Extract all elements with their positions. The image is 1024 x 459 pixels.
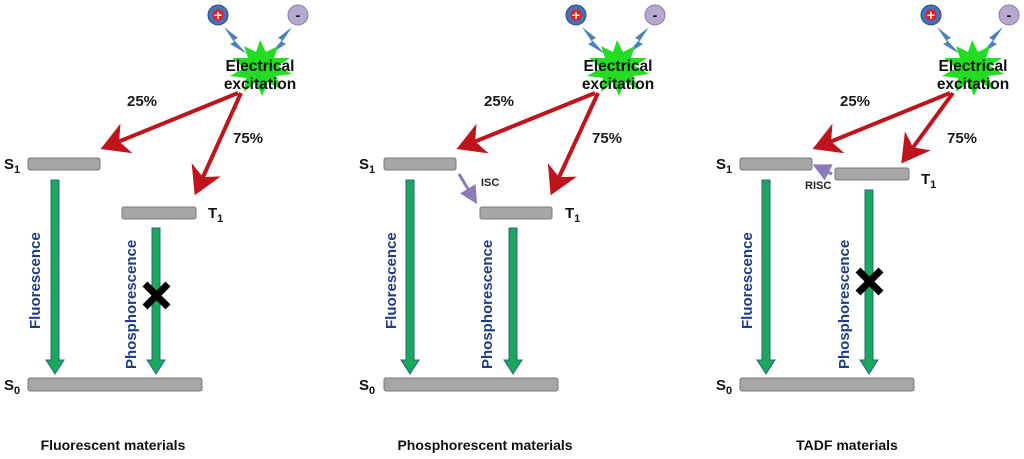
t1-level [834, 167, 910, 181]
phosphorescence-label: Phosphorescence [123, 240, 140, 369]
s0-level [27, 377, 203, 392]
t1-level [479, 206, 553, 220]
triplet-percentage: 75% [233, 130, 263, 147]
s0-label: S0 [4, 377, 20, 397]
phosphorescence-arrow [146, 227, 166, 375]
t1-label: T1 [208, 205, 223, 225]
negative-charge: - [998, 4, 1020, 26]
singlet-excitation-arrow [812, 91, 951, 154]
lightning-icon [270, 27, 292, 54]
lightning-icon [937, 27, 960, 54]
risc-label: RISC [805, 180, 831, 192]
singlet-excitation-arrow [100, 91, 239, 154]
excitation-label-line2: excitation [224, 76, 296, 93]
lightning-icon [627, 27, 649, 54]
t1-label: T1 [921, 171, 936, 191]
lightning-icon [224, 27, 247, 54]
excitation-label-line1: Electrical [584, 58, 653, 75]
s0-label: S0 [359, 377, 375, 397]
fluorescence-arrow [45, 179, 65, 375]
panel-tadf: + - Electrical excitation 25% 75% S1 T1 … [716, 4, 1020, 453]
panel-caption: TADF materials [796, 437, 898, 453]
lightning-icon [582, 27, 605, 54]
phosphorescence-label: Phosphorescence [479, 240, 496, 369]
triplet-excitation-arrow [191, 92, 243, 196]
phosphorescence-arrow [503, 227, 523, 375]
singlet-percentage: 25% [840, 93, 870, 110]
s0-label: S0 [716, 377, 732, 397]
isc-arrow [457, 173, 478, 205]
lightning-icon [981, 27, 1003, 54]
minus-sign: - [296, 7, 301, 23]
s0-level [383, 377, 559, 392]
minus-sign: - [1007, 7, 1012, 23]
positive-charge: + [207, 4, 229, 26]
triplet-percentage: 75% [947, 130, 977, 147]
fluorescence-label: Fluorescence [739, 232, 756, 329]
risc-arrow [812, 164, 833, 181]
plus-sign: + [214, 7, 222, 23]
s1-level [383, 157, 457, 171]
blocked-x-icon [855, 267, 884, 296]
panel-fluorescent: + - Electrical excitation 25% 75% S1 T1 … [4, 4, 309, 453]
panel-phosphorescent: + - Electrical excitation 25% 75% S1 T1 … [359, 4, 666, 453]
panel-caption: Fluorescent materials [41, 437, 186, 453]
s1-level [27, 157, 101, 171]
fluorescence-arrow [400, 179, 420, 375]
triplet-excitation-arrow [547, 92, 600, 196]
fluorescence-label: Fluorescence [27, 232, 44, 329]
singlet-percentage: 25% [127, 93, 157, 110]
blocked-x-icon [142, 281, 171, 310]
t1-level [121, 206, 197, 220]
triplet-percentage: 75% [592, 130, 622, 147]
s0-level [739, 377, 915, 392]
t1-label: T1 [565, 205, 580, 225]
singlet-excitation-arrow [456, 91, 596, 154]
phosphorescence-label: Phosphorescence [836, 240, 853, 369]
starburst-icon [230, 40, 292, 96]
excitation-label-line2: excitation [582, 76, 654, 93]
s1-level [739, 157, 813, 171]
starburst-icon [942, 40, 1004, 96]
plus-sign: + [927, 7, 935, 23]
excitation-label-line1: Electrical [939, 58, 1008, 75]
s1-label: S1 [359, 156, 375, 176]
s1-label: S1 [716, 156, 732, 176]
panel-caption: Phosphorescent materials [397, 437, 572, 453]
singlet-percentage: 25% [484, 93, 514, 110]
s1-label: S1 [4, 156, 20, 176]
triplet-excitation-arrow [901, 91, 955, 164]
negative-charge: - [287, 4, 309, 26]
positive-charge: + [920, 4, 942, 26]
plus-sign: + [572, 7, 580, 23]
excitation-label-line1: Electrical [226, 58, 295, 75]
positive-charge: + [565, 4, 587, 26]
excitation-label-line2: excitation [937, 76, 1009, 93]
starburst-icon [587, 40, 649, 96]
fluorescence-arrow [756, 179, 776, 375]
minus-sign: - [653, 7, 658, 23]
negative-charge: - [644, 4, 666, 26]
isc-label: ISC [481, 177, 499, 189]
fluorescence-label: Fluorescence [383, 232, 400, 329]
